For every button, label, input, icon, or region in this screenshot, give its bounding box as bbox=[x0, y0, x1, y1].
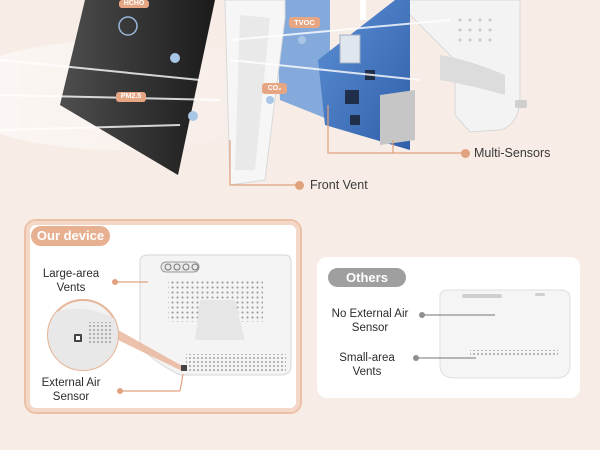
front-vent-pin bbox=[295, 181, 304, 190]
exploded-device-illustration: HCHO TVOC CO₂ PM2.5 Multi-Sensors Front … bbox=[0, 0, 600, 205]
external-air-sensor-line1: External Air bbox=[41, 377, 101, 389]
multi-sensors-label: Multi-Sensors bbox=[474, 146, 551, 160]
pm25-chip: PM2.5 bbox=[116, 92, 146, 102]
external-air-sensor-label: External Air Sensor bbox=[32, 377, 110, 404]
exploded-device-graphic bbox=[0, 0, 527, 186]
no-external-air-sensor-line2: Sensor bbox=[351, 321, 389, 334]
small-area-vents-label: Small-area Vents bbox=[328, 352, 406, 379]
multi-sensors-pin bbox=[461, 149, 470, 158]
small-area-vents-line1: Small-area bbox=[339, 352, 395, 364]
external-air-sensor-line2: Sensor bbox=[52, 390, 90, 403]
hcho-chip: HCHO bbox=[119, 0, 149, 8]
no-external-air-sensor-label: No External Air Sensor bbox=[322, 308, 418, 335]
co2-chip: CO₂ bbox=[262, 83, 287, 94]
our-device-badge: Our device bbox=[31, 226, 110, 246]
small-area-vents-line2: Vents bbox=[352, 365, 382, 378]
front-vent-label: Front Vent bbox=[310, 178, 368, 192]
large-area-vents-line2: Vents bbox=[56, 281, 86, 294]
large-area-vents-line1: Large-area bbox=[42, 268, 100, 280]
no-external-air-sensor-line1: No External Air bbox=[331, 308, 409, 320]
others-badge: Others bbox=[328, 268, 406, 287]
large-area-vents-label: Large-area Vents bbox=[31, 268, 111, 295]
tvoc-chip: TVOC bbox=[289, 17, 320, 28]
